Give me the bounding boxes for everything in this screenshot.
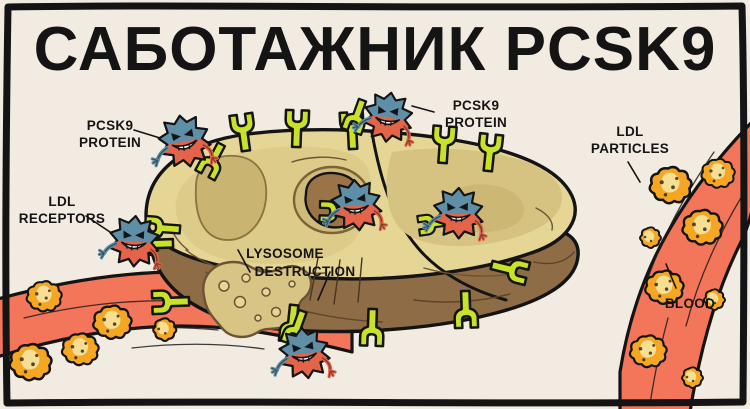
label-pcsk9-protein-left-line1: PCSK9	[87, 118, 134, 133]
label-pcsk9-protein-right-line2: PROTEIN	[445, 115, 507, 130]
label-pcsk9-protein-right-line1: PCSK9	[453, 98, 500, 113]
label-ldl-particles-line1: LDL	[616, 124, 643, 139]
leader-blood	[665, 263, 677, 289]
label-ldl-receptors-line1: LDL	[48, 194, 75, 209]
leader-pcsk9-left	[133, 129, 161, 139]
label-blood: BLOOD	[665, 296, 715, 311]
leader-ldl-receptors	[85, 215, 111, 233]
leader-lines	[85, 105, 677, 301]
lysosome	[202, 260, 313, 339]
leader-lysosome	[237, 249, 251, 273]
leader-destruction	[317, 271, 331, 301]
ldl-particle[interactable]	[152, 317, 178, 343]
label-ldl-receptors-line2: RECEPTORS	[19, 211, 105, 226]
label-ldl-particles-line2: PARTICLES	[591, 141, 669, 156]
page-title: САБОТАЖНИК PCSK9	[34, 15, 717, 84]
label-destruction: DESTRUCTION	[255, 264, 356, 279]
leader-pcsk9-right	[411, 105, 435, 113]
leader-ldl-particles	[627, 161, 641, 183]
ldl-particle[interactable]	[639, 226, 662, 249]
label-pcsk9-protein-left-line2: PROTEIN	[79, 135, 141, 150]
ldl-particle[interactable]	[681, 366, 704, 389]
label-lysosome: LYSOSOME	[246, 246, 324, 261]
